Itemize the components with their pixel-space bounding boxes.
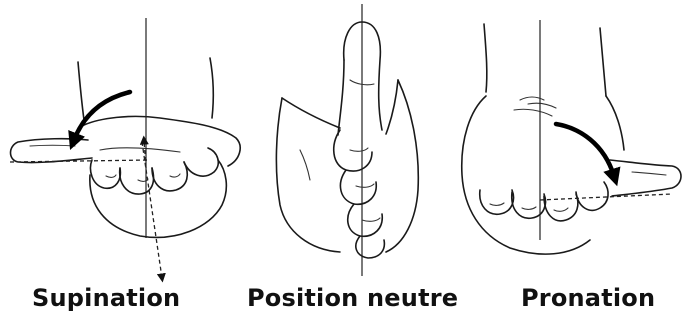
neutral-hand-illustration xyxy=(276,4,418,276)
pronation-caption: Pronation xyxy=(521,284,655,312)
supination-hand-illustration xyxy=(10,18,240,278)
pronation-hand-illustration xyxy=(462,20,681,254)
supination-caption: Supination xyxy=(32,284,180,312)
neutral-position-caption: Position neutre xyxy=(247,284,458,312)
